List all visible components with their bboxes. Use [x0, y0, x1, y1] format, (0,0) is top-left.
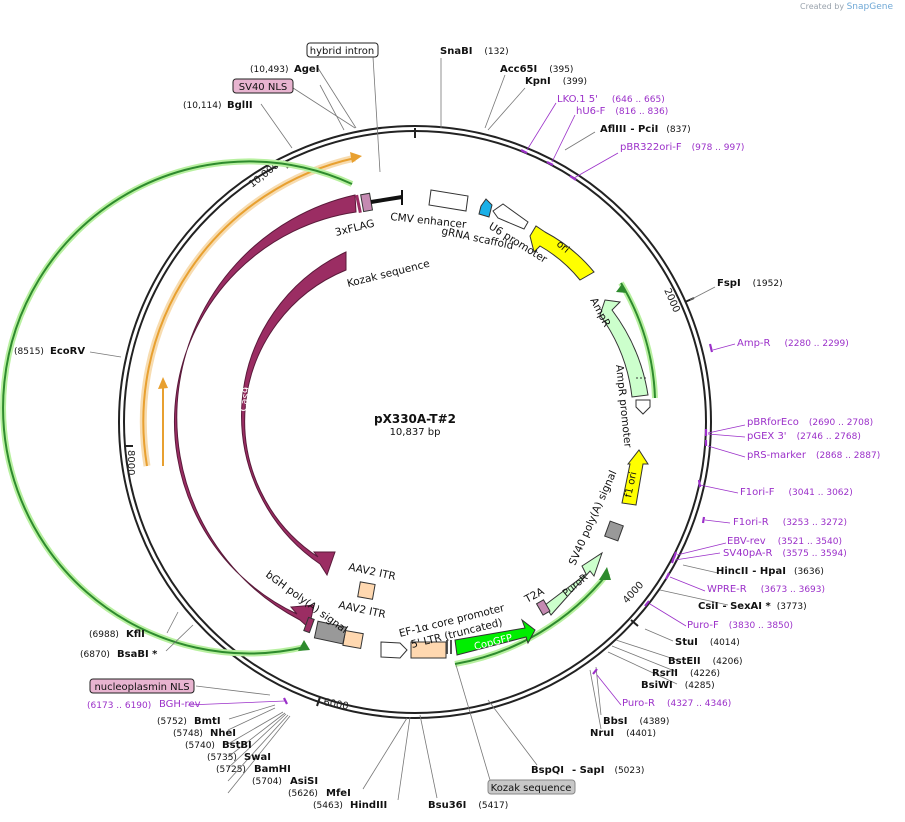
primer-pbrforeco: pBRforEco(2690 .. 2708): [747, 417, 873, 428]
primer-pbr322ori: pBR322ori-F(978 .. 997): [620, 142, 744, 153]
aav2-itr-2: [342, 629, 364, 650]
ori: [529, 225, 595, 281]
credit: Created by SnapGene: [800, 2, 893, 12]
site-stui: StuI(4014): [675, 637, 740, 648]
snapgene-logo: SnapGene: [846, 2, 893, 12]
restriction-sites: SnaBI(132) Acc65I(395) KpnI(399) AflIII-…: [14, 46, 824, 811]
hybrid-intron-label: hybrid intron: [310, 46, 374, 57]
tick-label-6000: 6000: [322, 697, 349, 712]
credit-prefix: Created by: [800, 2, 845, 11]
arrowhead-orange-left: [158, 377, 168, 389]
ampr: [599, 299, 649, 398]
site-bsu36i: Bsu36I(5417): [428, 800, 508, 811]
site-bsteii: BstEII(4206): [668, 656, 743, 667]
u6-promoter: [492, 203, 529, 230]
label-cas9-outer: Cas9: [182, 383, 195, 408]
hybrid-intron-line: [370, 195, 403, 204]
label-f1-ori: f1 ori: [623, 471, 639, 499]
cmv-enhancer: [428, 189, 469, 212]
label-cas9-inner: Cas9: [238, 386, 253, 412]
label-aav2-itr-bottom: AAV2 ITR: [337, 599, 386, 621]
grna-scaffold: [478, 198, 493, 218]
puror: [544, 551, 603, 616]
primer-wpre-r: WPRE-R(3673 .. 3693): [707, 584, 825, 595]
sv40-nls-label: SV40 NLS: [239, 82, 288, 93]
sv40-polya: [604, 520, 624, 542]
primer-labels: LKO.1 5'(646 .. 665) hU6-F(816 .. 836) p…: [87, 94, 880, 711]
bgh-polya: [313, 620, 347, 645]
primer-pgex3: pGEX 3'(2746 .. 2768): [747, 431, 861, 442]
ampr-promoter: [635, 399, 651, 415]
nucleoplasmin-nls-box: [89, 678, 195, 694]
site-swai: (5735)SwaI: [207, 752, 271, 763]
site-mfei: (5626)MfeI: [288, 788, 351, 799]
site-snabi: SnaBI(132): [440, 46, 509, 57]
3xflag-segment: [360, 192, 374, 213]
site-kfli: (6988)KflI: [89, 629, 145, 640]
site-hincii: HincII- HpaI(3636): [716, 566, 824, 577]
kozak-sequence-label: Kozak sequence: [491, 783, 572, 794]
site-csii: CsiI- SexAI *(3773): [698, 601, 807, 612]
site-afliii: AflIII- PciI(837): [600, 124, 691, 135]
tick-label-8000: 8000: [125, 450, 136, 475]
arrowhead-orange-top: [350, 152, 362, 163]
label-kozak-inner: Kozak sequence: [346, 258, 431, 290]
site-agei: (10,493)AgeI: [250, 64, 319, 75]
site-acc65i: Acc65I(395): [500, 64, 573, 75]
primer-sv40pa-r: SV40pA-R(3575 .. 3594): [723, 548, 847, 559]
t2a: [535, 599, 551, 616]
site-ecorv: (8515)EcoRV: [14, 346, 85, 357]
leader-lines: [89, 56, 729, 801]
primer-ebv-rev: EBV-rev(3521 .. 3540): [727, 536, 842, 547]
label-sv40-polya: SV40 poly(A) signal: [567, 469, 620, 568]
ef1a-core-promoter: [380, 641, 408, 659]
label-aav2-itr-top: AAV2 ITR: [347, 561, 396, 583]
site-rsrii: RsrII(4226): [652, 668, 720, 679]
site-bstbi: (5740)BstBI: [185, 740, 252, 751]
primer-ampr: Amp-R(2280 .. 2299): [737, 338, 849, 349]
site-bmti: (5752)BmtI: [157, 716, 221, 727]
copgfp: [454, 618, 536, 656]
site-bbsi: BbsI(4389): [603, 716, 669, 727]
primer-bgh-rev-range: (6173 .. 6190): [87, 701, 151, 711]
primer-f1ori-r: F1ori-R(3253 .. 3272): [733, 517, 847, 528]
cas9-inner: [241, 251, 347, 577]
site-kpni: KpnI(399): [525, 76, 587, 87]
kozak-sequence-box: [487, 779, 576, 795]
label-3xflag: 3xFLAG: [334, 218, 376, 239]
sv40-nls-segment: [355, 194, 362, 214]
cas9-outer: [173, 194, 357, 629]
primer-lko1: LKO.1 5'(646 .. 665): [557, 94, 665, 105]
nucleoplasmin-nls-label: nucleoplasmin NLS: [94, 682, 189, 693]
site-nhei: (5748)NheI: [173, 728, 236, 739]
primer-puro-r: Puro-R(4327 .. 4346): [622, 698, 731, 709]
five-prime-ltr: [410, 641, 447, 659]
site-hindiii: (5463)HindIII: [313, 800, 387, 811]
aav2-itr-1: [357, 581, 376, 600]
site-asisi: (5704)AsiSI: [252, 776, 318, 787]
sv40-nls-box: [232, 78, 294, 94]
primer-hu6f: hU6-F(816 .. 836): [576, 106, 668, 117]
primer-prs-marker: pRS-marker(2868 .. 2887): [747, 450, 880, 461]
primer-puro-f: Puro-F(3830 .. 3850): [687, 620, 793, 631]
plasmid-size: 10,837 bp: [390, 427, 441, 438]
primer-marks: [283, 149, 714, 705]
site-nrui: NruI(4401): [590, 728, 656, 739]
site-bsabi: (6870)BsaBI *: [80, 649, 158, 660]
primer-bgh-rev: BGH-rev: [159, 699, 201, 710]
site-fspi: FspI(1952): [717, 278, 783, 289]
site-bamhi: (5725)BamHI: [216, 764, 291, 775]
site-bsiwi: BsiWI(4285): [641, 680, 715, 691]
site-bglii: (10,114)BglII: [183, 100, 253, 111]
hybrid-intron-box: [306, 42, 379, 58]
f1-ori: [621, 449, 649, 506]
boxed-labels: hybrid intron SV40 NLS nucleoplasmin NLS…: [89, 42, 576, 795]
primer-f1ori-f: F1ori-F(3041 .. 3062): [740, 487, 853, 498]
feature-arcs: [0, 152, 658, 667]
plasmid-name: pX330A-T#2: [374, 412, 456, 426]
feature-arc-green-left: [0, 158, 354, 657]
primer-lines: [187, 102, 746, 706]
site-bspqi: BspQI- SapI(5023): [531, 765, 644, 776]
